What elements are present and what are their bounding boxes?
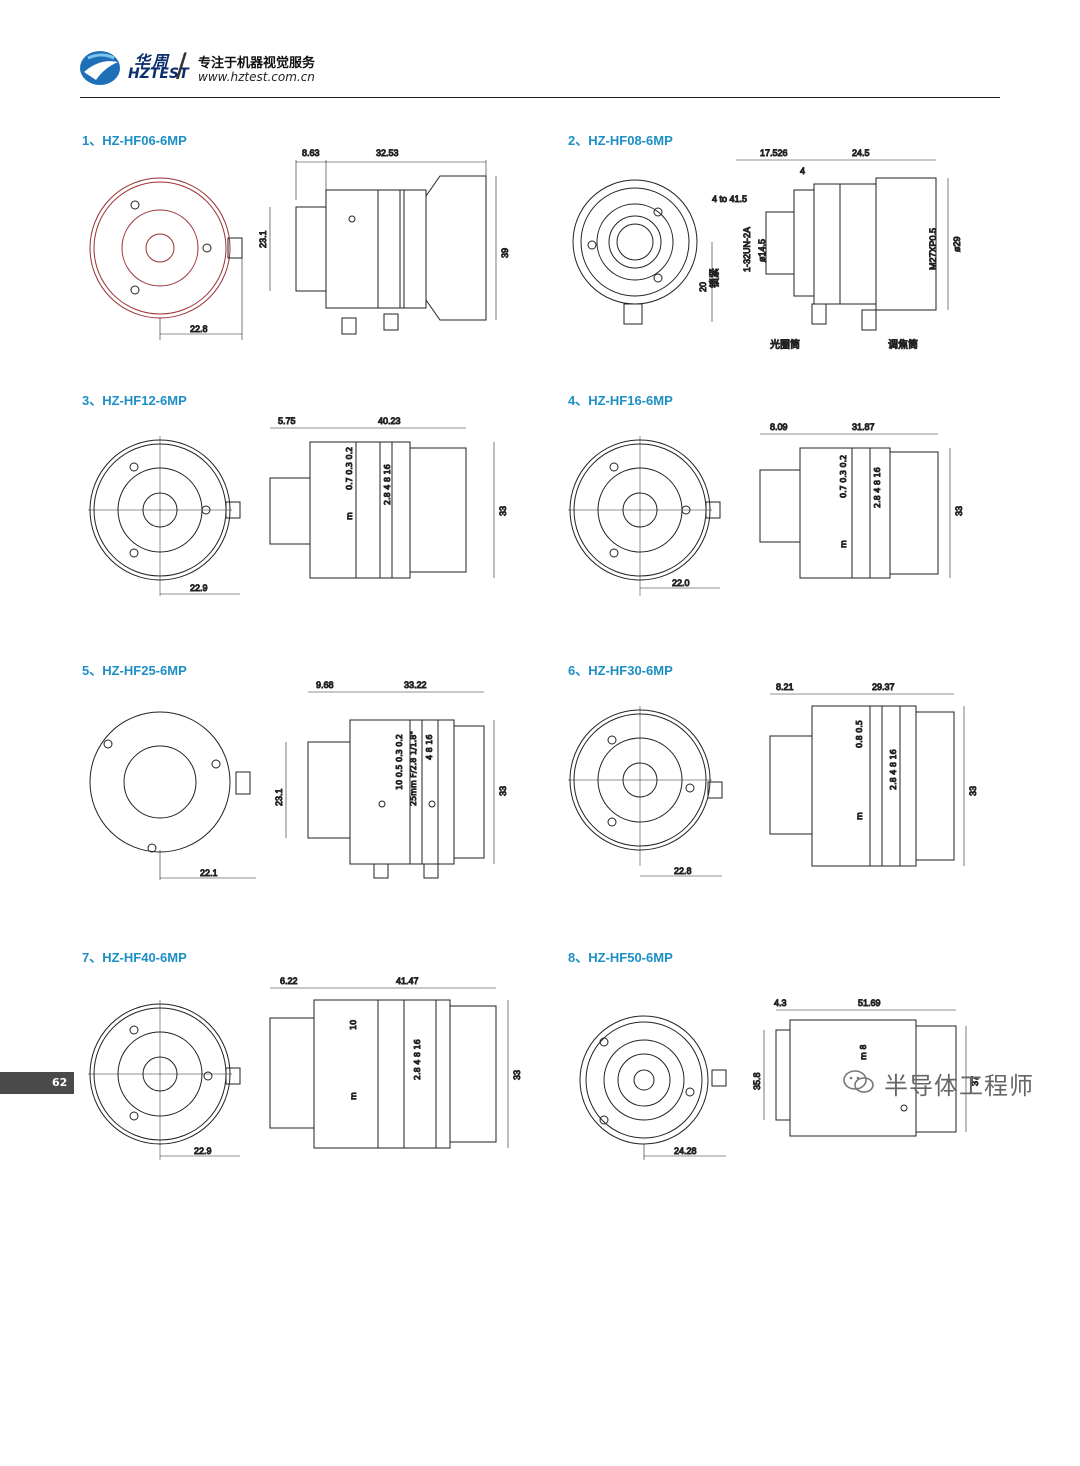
dim-thread-m-2: M27XP0.5	[928, 228, 938, 270]
item-title-7: 7、HZ-HF40-6MP	[82, 950, 187, 965]
side-view-8: m 8	[763, 1009, 967, 1137]
dim-offset-6: 22.8	[674, 866, 692, 876]
svg-text:m 8: m 8	[859, 1045, 868, 1060]
front-view-8	[579, 1015, 727, 1160]
front-view-2	[572, 179, 713, 325]
svg-text:m: m	[839, 540, 848, 548]
item-title-2: 2、HZ-HF08-6MP	[568, 133, 673, 148]
brand-name-cn: 华周	[134, 52, 171, 71]
dim-thread-2: 1-32UN-2A	[742, 227, 752, 272]
label-iris-2: 光圈筒	[770, 338, 800, 351]
item-title-6: 6、HZ-HF30-6MP	[568, 663, 673, 678]
tagline: 专注于机器视觉服务	[198, 56, 316, 71]
item-title-8: 8、HZ-HF50-6MP	[568, 950, 673, 965]
label-focus-2: 调焦筒	[888, 338, 918, 351]
dim-flange-4: 8.09	[770, 422, 788, 432]
wechat-icon	[843, 1070, 874, 1093]
dim-outer-2: ø29	[952, 236, 962, 252]
side-view-6: m 0.8 0.5 2.8 4 8 16	[769, 693, 965, 867]
svg-text:0.7 0.3 0.2: 0.7 0.3 0.2	[839, 455, 848, 498]
dim-mount-5: 23.1	[274, 788, 284, 806]
svg-text:2.8 4 8 16: 2.8 4 8 16	[383, 464, 392, 505]
svg-text:10: 10	[349, 1020, 358, 1030]
side-view-7: m 10 2.8 4 8 16	[269, 987, 509, 1149]
dim-length-1: 32.53	[376, 148, 399, 158]
hztest-logo-icon	[80, 51, 120, 85]
dim-inner-2: ø14.5	[757, 239, 767, 262]
front-view-7	[88, 1000, 241, 1160]
svg-text:m: m	[345, 512, 354, 520]
label-lock-2: 锁紧	[708, 268, 721, 288]
dim-length-2: 24.5	[852, 148, 870, 158]
item-title-4: 4、HZ-HF16-6MP	[568, 393, 673, 408]
dim-length-6: 29.37	[872, 682, 895, 692]
dim-offset-2: 20	[698, 282, 708, 292]
dim-gap-2: 4	[800, 166, 805, 176]
front-view-4	[568, 436, 721, 596]
item-title-5: 5、HZ-HF25-6MP	[82, 663, 187, 678]
dim-offset-3: 22.9	[190, 583, 208, 593]
svg-text:4 8 16: 4 8 16	[425, 735, 434, 760]
dim-diameter-5: 33	[498, 786, 508, 796]
dim-offset-7: 22.9	[194, 1146, 212, 1156]
dim-length-5: 33.22	[404, 680, 427, 690]
svg-text:m: m	[855, 812, 864, 820]
dim-flange-3: 5.75	[278, 416, 296, 426]
dim-diameter-6: 33	[968, 786, 978, 796]
page-header: 华周 HZTEST / 专注于机器视觉服务 www.hztest.com.cn	[0, 0, 1080, 100]
dim-length-8: 51.69	[858, 998, 881, 1008]
dim-diameter-8: 37	[970, 1076, 980, 1086]
side-view-2	[736, 159, 949, 331]
item-title-1: 1、HZ-HF06-6MP	[82, 133, 187, 148]
dim-length-7: 41.47	[396, 976, 419, 986]
dim-range-2: 4 to 41.5	[712, 194, 747, 204]
header-divider: /	[176, 46, 187, 84]
side-view-5: 10 0.5 0.3 0.2 25mm F/2.8 1/1.8" 4 8 16	[285, 691, 495, 879]
dim-flange-1: 8.63	[302, 148, 320, 158]
header-rule	[80, 97, 1000, 98]
svg-text:0.8 0.5: 0.8 0.5	[855, 720, 864, 748]
dim-flange-2: 17.526	[760, 148, 788, 158]
dim-offset-5: 22.1	[200, 868, 218, 878]
svg-text:10 0.5 0.3 0.2: 10 0.5 0.3 0.2	[395, 734, 404, 790]
website-link[interactable]: www.hztest.com.cn	[198, 70, 315, 84]
side-view-1	[269, 160, 497, 335]
dim-diameter-1: 39	[500, 248, 510, 258]
brand-name-en: HZTEST	[128, 66, 189, 82]
svg-text:m: m	[349, 1092, 358, 1100]
dim-diameter-7: 33	[512, 1070, 522, 1080]
dim-mount-8: 35.8	[752, 1072, 762, 1090]
dim-flange-6: 8.21	[776, 682, 794, 692]
side-view-3: m 0.7 0.3 0.2 2.8 4 8 16	[269, 427, 495, 579]
svg-text:2.8 4 8 16: 2.8 4 8 16	[873, 467, 882, 508]
item-title-3: 3、HZ-HF12-6MP	[82, 393, 187, 408]
page-number-bar	[0, 1072, 74, 1094]
dim-diameter-3: 33	[498, 506, 508, 516]
dim-length-3: 40.23	[378, 416, 401, 426]
svg-text:2.8 4 8 16: 2.8 4 8 16	[413, 1039, 422, 1080]
dim-mount-1: 23.1	[258, 230, 268, 248]
front-view-5	[89, 711, 256, 880]
dim-flange-8: 4.3	[774, 998, 787, 1008]
side-view-4: m 0.7 0.3 0.2 2.8 4 8 16	[759, 433, 951, 579]
dim-length-4: 31.87	[852, 422, 875, 432]
dim-offset-4: 22.0	[672, 578, 690, 588]
dim-flange-7: 6.22	[280, 976, 298, 986]
dim-offset-1: 22.8	[190, 324, 208, 334]
dim-offset-8: 24.28	[674, 1146, 697, 1156]
front-view-3	[88, 436, 241, 596]
page-number: 62	[52, 1076, 68, 1089]
svg-text:25mm F/2.8 1/1.8": 25mm F/2.8 1/1.8"	[409, 731, 418, 806]
dim-diameter-4: 33	[954, 506, 964, 516]
front-view-6	[568, 706, 723, 877]
dim-flange-5: 9.68	[316, 680, 334, 690]
svg-text:0.7 0.3 0.2: 0.7 0.3 0.2	[345, 447, 354, 490]
watermark-text: 半导体工程师	[884, 1072, 1034, 1100]
front-view-1	[89, 177, 243, 340]
svg-text:2.8 4 8 16: 2.8 4 8 16	[889, 749, 898, 790]
